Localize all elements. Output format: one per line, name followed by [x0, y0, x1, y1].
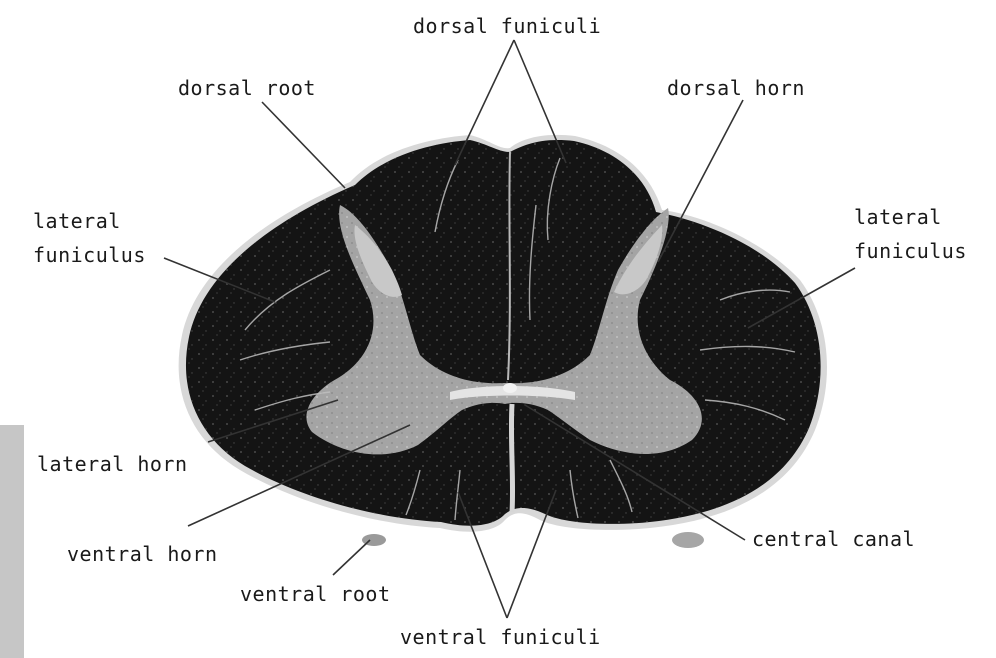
ventral-median-fissure — [511, 404, 512, 512]
label-ventral-funiculi: ventral funiculi — [400, 625, 601, 649]
label-lateral-funiculus-left: lateral funiculus — [33, 204, 146, 272]
label-lateral-funiculus-right: lateral funiculus — [854, 200, 967, 268]
label-dorsal-funiculi: dorsal funiculi — [413, 14, 601, 38]
label-dorsal-horn: dorsal horn — [667, 76, 805, 100]
leader-ventral-root — [333, 540, 370, 575]
label-lateral-horn: lateral horn — [37, 452, 188, 476]
label-ventral-horn: ventral horn — [67, 542, 218, 566]
label-central-canal: central canal — [752, 527, 915, 551]
label-ventral-root: ventral root — [240, 582, 391, 606]
label-dorsal-root: dorsal root — [178, 76, 316, 100]
ventral-root-blob-right — [672, 532, 704, 548]
central-canal-shape — [503, 383, 517, 393]
leader-dorsal-root — [262, 102, 345, 188]
